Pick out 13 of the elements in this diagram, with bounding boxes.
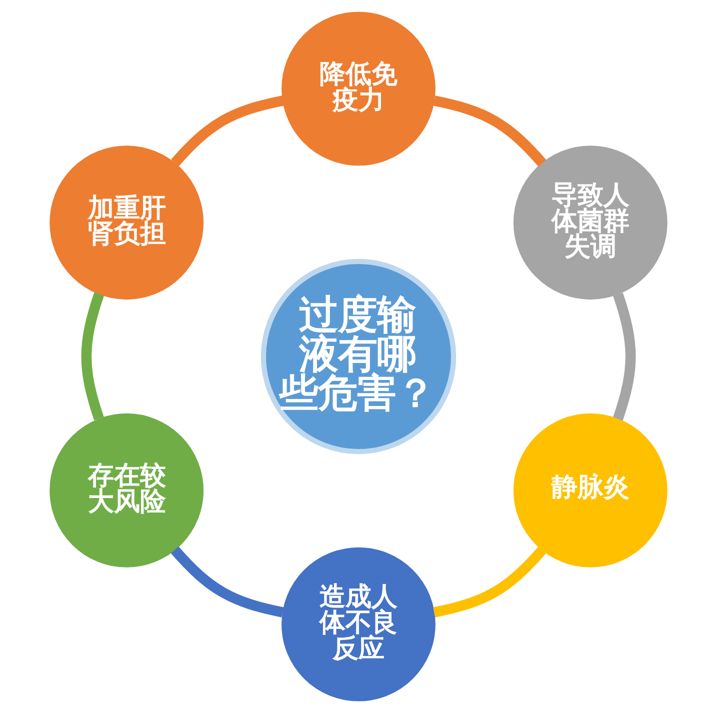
node-circle: 过度输液有哪些危害？ [260,258,456,454]
connector [432,96,546,167]
connector [170,546,284,618]
node-circle: 造成人体不良反应 [281,547,435,702]
connector [170,96,284,166]
node-circle: 降低免疫力 [281,12,435,166]
connector [80,292,104,420]
connector [432,546,546,618]
connector [612,292,636,421]
node-circle: 存在较大风险 [49,413,204,568]
node-circle: 静脉炎 [512,413,667,568]
node-circle: 导致人体菌群失调 [512,146,667,300]
node-circle: 加重肝肾负担 [49,146,204,300]
